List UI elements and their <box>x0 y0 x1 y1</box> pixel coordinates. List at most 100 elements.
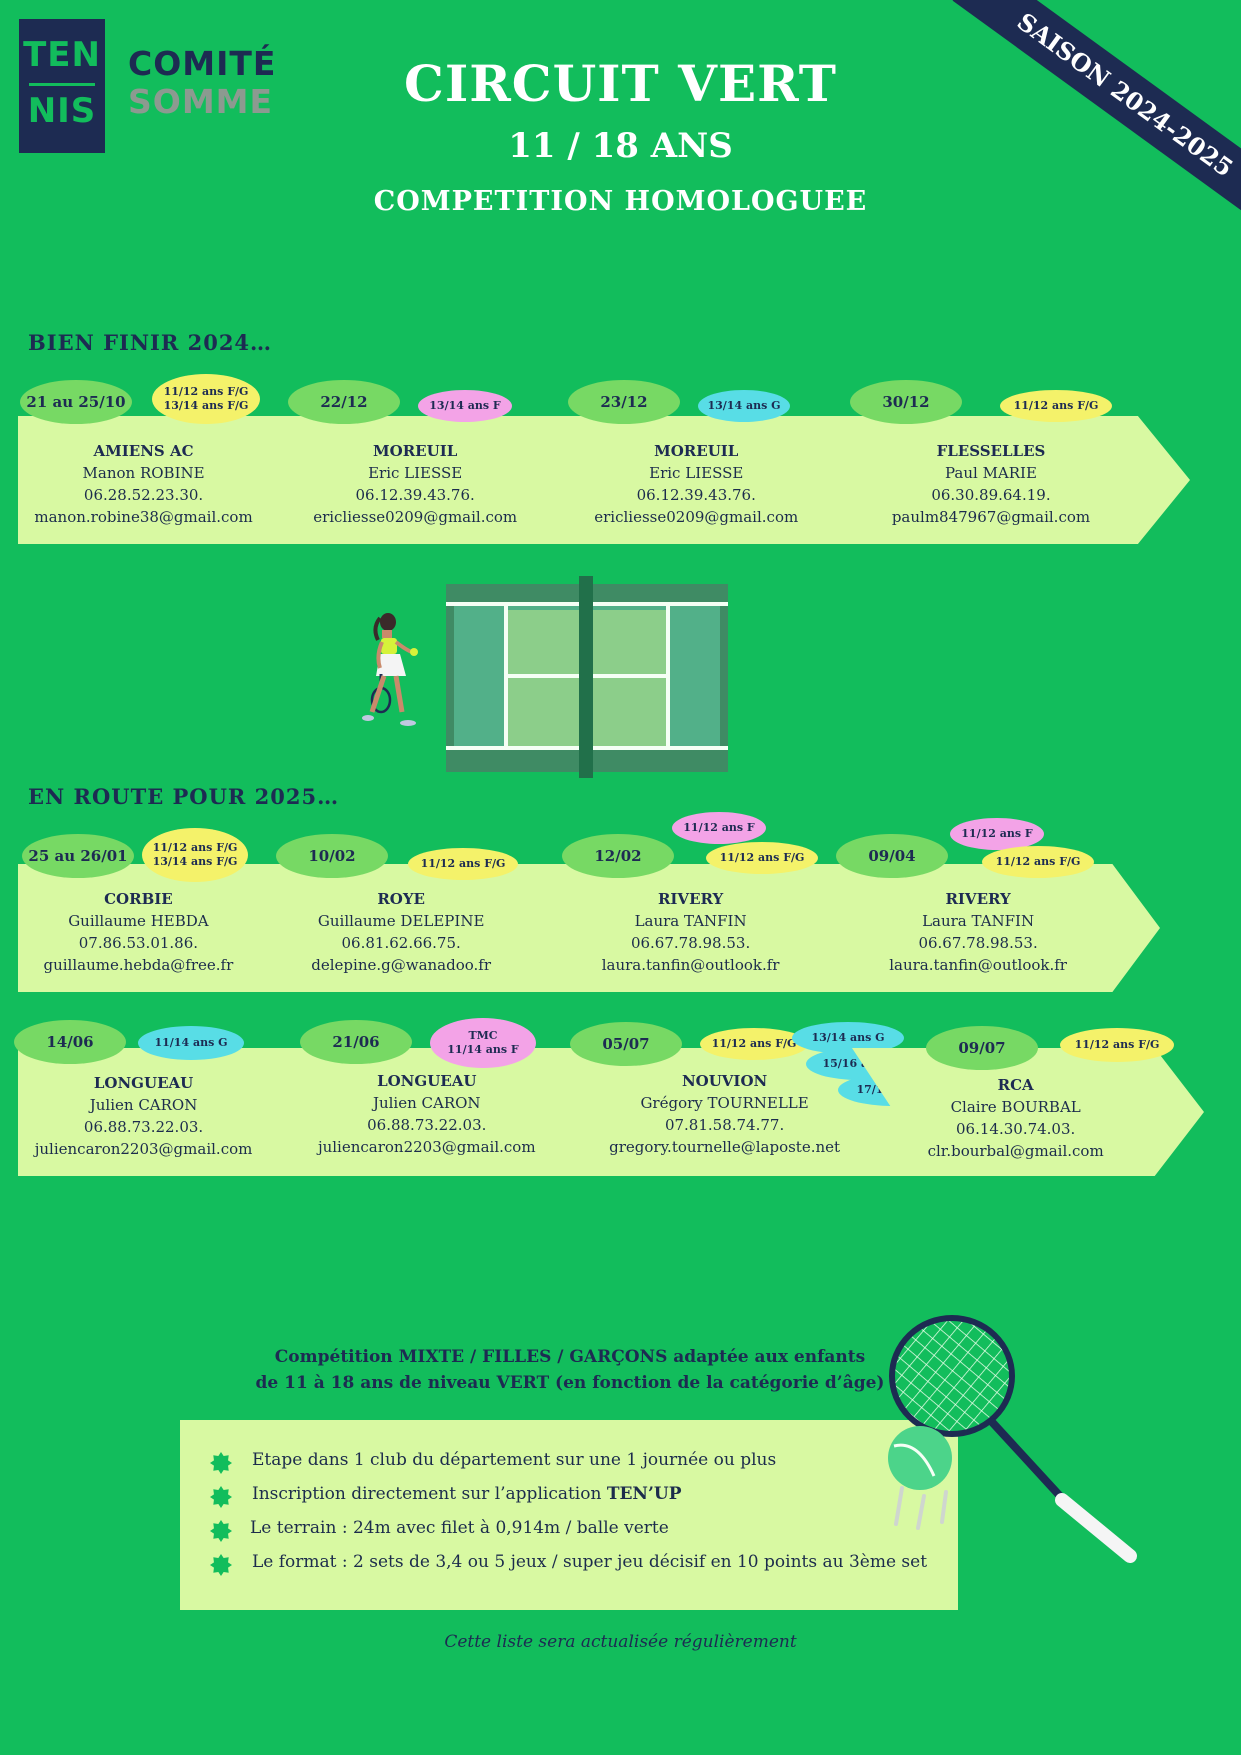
contact-email: juliencaron2203@gmail.com <box>317 1138 536 1156</box>
event-info: RIVERY Laura TANFIN 06.67.78.98.53. laur… <box>551 888 831 976</box>
event-info: ROYE Guillaume DELEPINE 06.81.62.66.75. … <box>268 888 535 976</box>
age-range: 11 / 18 ANS <box>508 126 733 166</box>
contact-phone: 06.67.78.98.53. <box>630 934 751 952</box>
club-name: NOUVION <box>681 1072 768 1090</box>
club-name: LONGUEAU <box>377 1072 477 1090</box>
section-title-2025: EN ROUTE POUR 2025… <box>28 784 340 809</box>
card-arrow-shape <box>18 1048 310 1176</box>
card-arrow-shape <box>820 864 1160 992</box>
contact-email: gregory.tournelle@laposte.net <box>609 1138 841 1156</box>
category-tag: 11/14 ans G <box>138 1026 244 1060</box>
category-label: 11/14 ans F <box>447 1043 519 1056</box>
club-name: RIVERY <box>657 890 724 908</box>
contact-phone: 06.12.39.43.76. <box>355 486 475 504</box>
rule-item: Inscription directement sur l’applicatio… <box>252 1484 682 1504</box>
contact-name: Laura TANFIN <box>634 912 747 930</box>
bullet-icon <box>210 1452 232 1474</box>
card-arrow-shape <box>18 864 298 992</box>
event-info: MOREUIL Eric LIESSE 06.12.39.43.76. eric… <box>282 440 549 528</box>
description-line: Compétition MIXTE / FILLES / GARÇONS ada… <box>274 1347 866 1367</box>
event-card[interactable]: LONGUEAU Julien CARON 06.88.73.22.03. ju… <box>18 1048 310 1176</box>
page-title: CIRCUIT VERT <box>404 54 837 113</box>
card-arrow-shape <box>18 416 310 544</box>
event-card[interactable]: RIVERY Laura TANFIN 06.67.78.98.53. laur… <box>820 864 1160 992</box>
contact-phone: 06.88.73.22.03. <box>83 1118 204 1136</box>
app-name: TEN’UP <box>606 1484 682 1504</box>
event-card[interactable]: RCA Claire BOURBAL 06.14.30.74.03. clr.b… <box>852 1048 1204 1176</box>
card-arrow-shape <box>852 1048 1204 1176</box>
club-name: MOREUIL <box>373 442 458 460</box>
contact-phone: 06.28.52.23.30. <box>83 486 204 504</box>
org-name-line1: COMITÉ <box>128 44 277 83</box>
contact-name: Laura TANFIN <box>922 912 1035 930</box>
event-card[interactable]: CORBIE Guillaume HEBDA 07.86.53.01.86. g… <box>18 864 298 992</box>
contact-email: manon.robine38@gmail.com <box>34 508 253 526</box>
logo-text-nis: NIS <box>27 91 97 131</box>
event-card[interactable]: AMIENS AC Manon ROBINE 06.28.52.23.30. m… <box>18 416 310 544</box>
contact-email: delepine.g@wanadoo.fr <box>311 956 492 974</box>
event-card[interactable]: MOREUIL Eric LIESSE 06.12.39.43.76. eric… <box>540 416 876 544</box>
contact-email: juliencaron2203@gmail.com <box>34 1140 253 1158</box>
event-date: 25 au 26/01 <box>22 834 134 878</box>
event-card[interactable]: MOREUIL Eric LIESSE 06.12.39.43.76. eric… <box>258 416 596 544</box>
event-card[interactable]: FLESSELLES Paul MARIE 06.30.89.64.19. pa… <box>818 416 1190 544</box>
event-date: 30/12 <box>850 380 962 424</box>
event-info: MOREUIL Eric LIESSE 06.12.39.43.76. eric… <box>564 440 829 528</box>
event-card[interactable]: RIVERY Laura TANFIN 06.67.78.98.53. laur… <box>526 864 880 992</box>
contact-name: Guillaume HEBDA <box>68 912 209 930</box>
event-card[interactable]: ROYE Guillaume DELEPINE 06.81.62.66.75. … <box>244 864 582 992</box>
event-card[interactable]: LONGUEAU Julien CARON 06.88.73.22.03. ju… <box>264 1048 614 1176</box>
category-tag: 13/14 ans G <box>698 390 790 422</box>
category-tag: 11/12 ans F <box>950 818 1044 850</box>
logo-text-ten: TEN <box>23 35 101 75</box>
contact-name: Claire BOURBAL <box>950 1098 1081 1116</box>
event-date: 05/07 <box>570 1022 682 1066</box>
contact-email: ericliesse0209@gmail.com <box>313 508 518 526</box>
event-date: 23/12 <box>568 380 680 424</box>
contact-phone: 06.88.73.22.03. <box>367 1116 487 1134</box>
contact-email: clr.bourbal@gmail.com <box>927 1142 1104 1160</box>
logo-divider <box>29 83 95 86</box>
club-name: FLESSELLES <box>936 442 1046 460</box>
contact-name: Julien CARON <box>372 1094 481 1112</box>
competition-description: Compétition MIXTE / FILLES / GARÇONS ada… <box>200 1344 940 1396</box>
event-info: RCA Claire BOURBAL 06.14.30.74.03. clr.b… <box>877 1074 1155 1162</box>
event-date: 22/12 <box>288 380 400 424</box>
rule-item: Etape dans 1 club du département sur une… <box>252 1450 777 1470</box>
contact-name: Julien CARON <box>89 1096 198 1114</box>
club-name: AMIENS AC <box>93 442 194 460</box>
footer-note: Cette liste sera actualisée régulièremen… <box>444 1632 797 1652</box>
contact-phone: 06.67.78.98.53. <box>918 934 1038 952</box>
contact-email: laura.tanfin@outlook.fr <box>601 956 780 974</box>
rule-item: Le format : 2 sets de 3,4 ou 5 jeux / su… <box>252 1552 928 1572</box>
category-label: 13/14 ans F/G <box>163 399 249 412</box>
event-date: 09/04 <box>836 834 948 878</box>
club-name: RCA <box>997 1076 1034 1094</box>
tennis-player-illustration <box>362 613 418 726</box>
category-tag: 11/12 ans F/G <box>408 848 518 880</box>
card-arrow-shape <box>244 864 582 992</box>
club-name: RIVERY <box>945 890 1011 908</box>
contact-phone: 07.86.53.01.86. <box>78 934 199 952</box>
contact-name: Guillaume DELEPINE <box>317 912 485 930</box>
category-label: 13/14 ans F/G <box>152 855 238 868</box>
category-label: TMC <box>468 1029 498 1042</box>
contact-name: Paul MARIE <box>944 464 1037 482</box>
card-arrow-shape <box>264 1048 614 1176</box>
event-info: CORBIE Guillaume HEBDA 07.86.53.01.86. g… <box>18 888 259 976</box>
rule-item: Le terrain : 24m avec filet à 0,914m / b… <box>250 1518 669 1538</box>
event-date: 21 au 25/10 <box>20 380 132 424</box>
category-tag: 11/12 ans F/G <box>982 846 1094 878</box>
page-subtitle: COMPETITION HOMOLOGUEE <box>373 186 868 217</box>
bullet-icon <box>210 1486 232 1508</box>
card-arrow-shape <box>526 864 880 992</box>
tennis-logo: TEN NIS <box>19 19 105 153</box>
contact-email: ericliesse0209@gmail.com <box>594 508 799 526</box>
rules-box: Etape dans 1 club du département sur une… <box>180 1420 958 1610</box>
card-arrow-shape <box>540 416 876 544</box>
event-date: 09/07 <box>926 1026 1038 1070</box>
court-net <box>579 576 593 778</box>
